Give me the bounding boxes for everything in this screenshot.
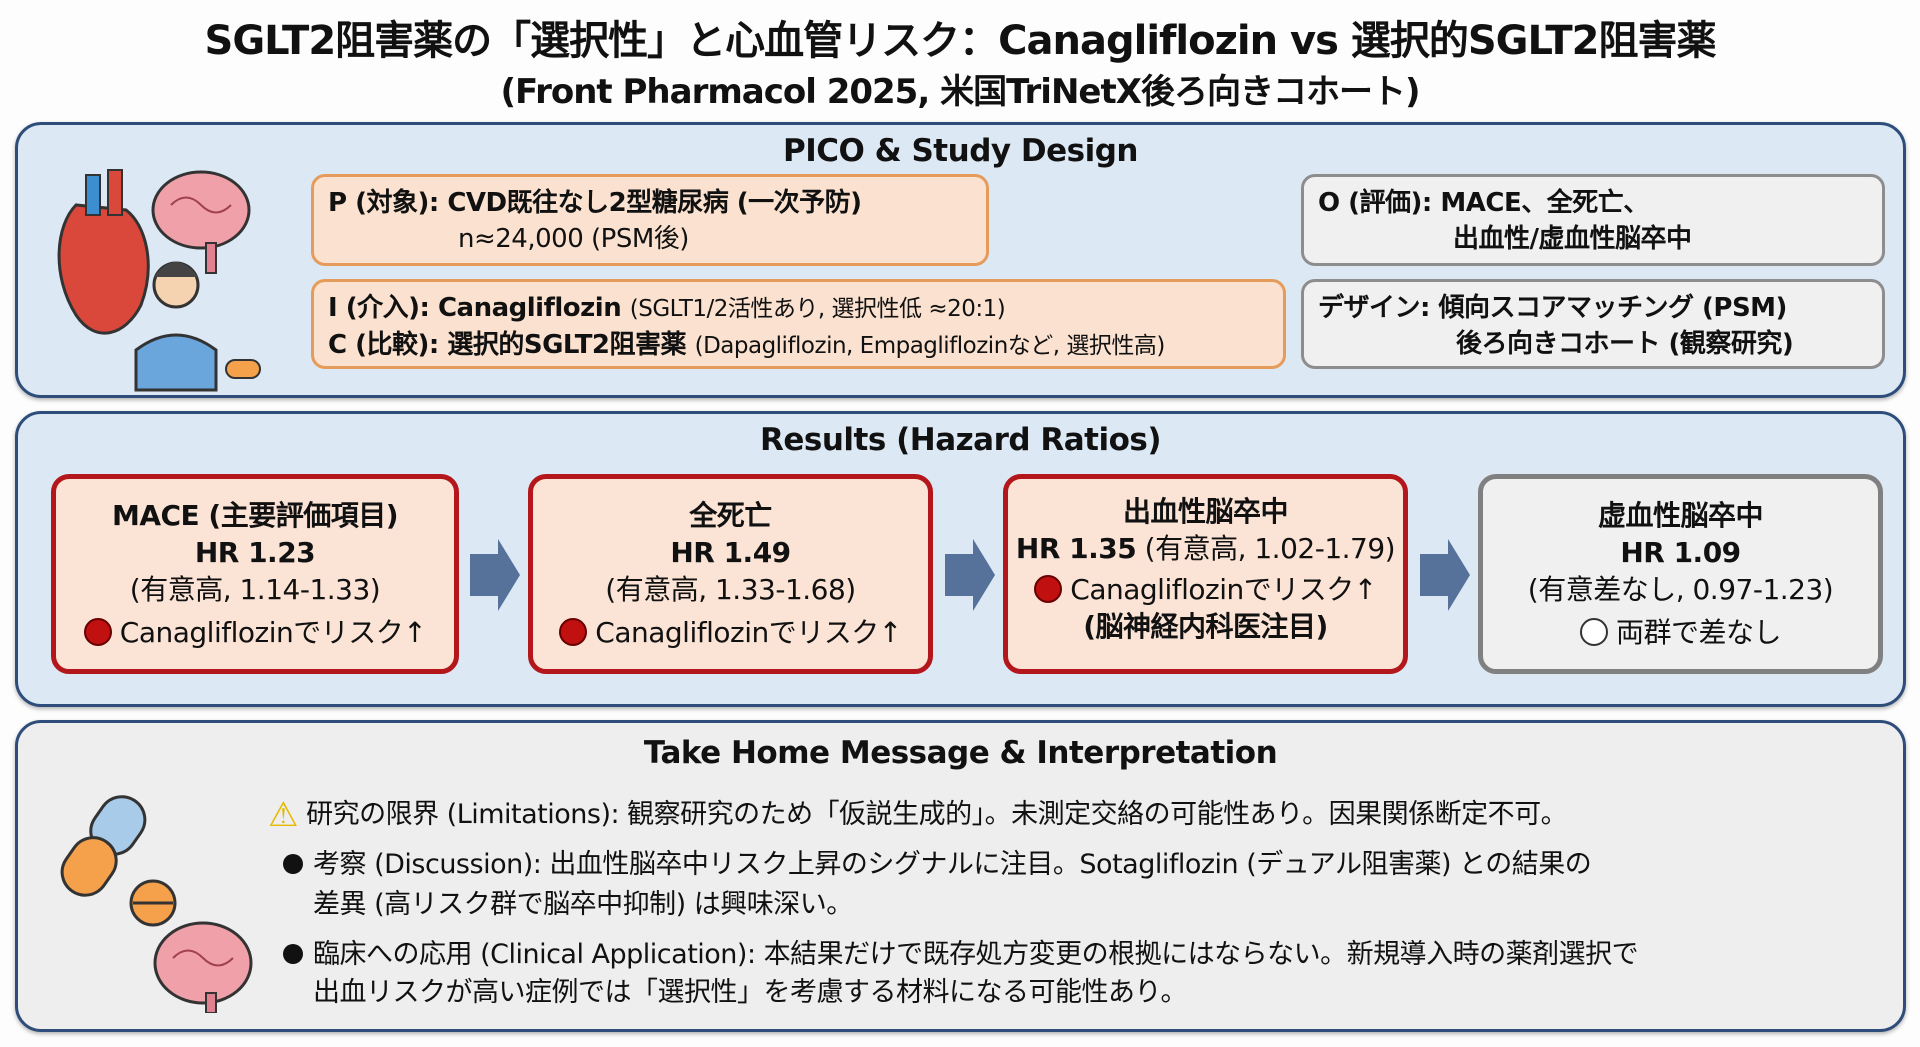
design-box: デザイン: 傾向スコアマッチング (PSM) 後ろ向きコホート (観察研究) (1301, 279, 1885, 369)
result-note2: (脳神経内科医注目) (1083, 610, 1328, 643)
heart-brain-patient-icon (57, 169, 261, 392)
i-note: (SGLT1/2活性あり, 選択性低 ≈20:1) (629, 296, 1006, 322)
i-label: I (介入): (328, 293, 430, 323)
discussion-text1: 考察 (Discussion): 出血性脳卒中リスク上昇のシグナルに注目。Sot… (313, 849, 1592, 880)
capsule-icon (60, 795, 147, 897)
takehome-title: Take Home Message & Interpretation (643, 735, 1278, 771)
discussion-text2: 差異 (高リスク群で脳卒中抑制) は興味深い。 (313, 889, 853, 920)
result-ci: (有意高, 1.02-1.79) (1144, 532, 1396, 565)
outcome-box: O (評価): MACE、全死亡、 出血性/虚血性脳卒中 (1301, 174, 1885, 266)
brain-icon (151, 170, 251, 274)
pico-title: PICO & Study Design (783, 133, 1138, 169)
result-hr: HR 1.49 (670, 536, 791, 569)
result-name: 虚血性脳卒中 (1597, 499, 1764, 532)
result-ci: (有意差なし, 0.97-1.23) (1527, 573, 1834, 606)
tablet-icon (129, 879, 177, 927)
result-card-hemorrhagic-stroke: 出血性脳卒中 HR 1.35 (有意高, 1.02-1.79) Canaglif… (1003, 474, 1408, 674)
c-drug: 選択的SGLT2阻害薬 (447, 330, 687, 360)
arrow-head-icon (498, 539, 520, 611)
limitations-text: 研究の限界 (Limitations): 観察研究のため「仮説生成的」。未測定交… (306, 799, 1568, 830)
p-label: P (対象): (328, 188, 439, 218)
pill-brain-icon (60, 795, 253, 1013)
result-card-all-cause-death: 全死亡 HR 1.49 (有意高, 1.33-1.68) Canaglifloz… (528, 474, 933, 674)
discussion-item: 考察 (Discussion): 出血性脳卒中リスク上昇のシグナルに注目。Sot… (283, 845, 1592, 885)
results-panel: Results (Hazard Ratios) MACE (主要評価項目) HR… (15, 411, 1906, 707)
o-text1: MACE、全死亡、 (1440, 188, 1649, 218)
arrow-icon (470, 554, 498, 596)
o-text2: 出血性/虚血性脳卒中 (1453, 224, 1692, 254)
i-drug: Canagliflozin (437, 293, 622, 323)
result-name: 全死亡 (689, 499, 772, 532)
brain-icon (153, 921, 253, 1013)
result-hr: HR 1.23 (194, 536, 316, 569)
clinical-text1: 臨床への応用 (Clinical Application): 本結果だけで既存処… (313, 939, 1639, 970)
result-note: 両群で差なし (1615, 616, 1782, 649)
d-text2: 後ろ向きコホート (観察研究) (1456, 329, 1794, 359)
warning-icon: ⚠ (268, 795, 298, 835)
takehome-panel: Take Home Message & Interpretation ⚠ 研究の… (15, 720, 1906, 1032)
p-sample-size: n≈24,000 (PSM後) (458, 224, 689, 254)
pico-panel: PICO & Study Design P (対象): CVD既往なし2型糖尿病… (15, 122, 1906, 398)
result-hr: HR 1.35 (1015, 532, 1137, 565)
p-text: CVD既往なし2型糖尿病 (一次予防) (447, 188, 862, 218)
clinical-item: 臨床への応用 (Clinical Application): 本結果だけで既存処… (283, 935, 1639, 975)
result-ci: (有意高, 1.33-1.68) (605, 573, 856, 606)
arrow-icon (1420, 554, 1448, 596)
d-label: デザイン: (1318, 293, 1430, 323)
d-text1: 傾向スコアマッチング (PSM) (1438, 293, 1787, 323)
arrow-icon (945, 554, 973, 596)
result-card-ischemic-stroke: 虚血性脳卒中 HR 1.09 (有意差なし, 0.97-1.23) 両群で差なし (1478, 474, 1883, 674)
bullet-icon (283, 944, 303, 964)
limitations-item: ⚠ 研究の限界 (Limitations): 観察研究のため「仮説生成的」。未測… (268, 795, 1568, 835)
result-ci: (有意高, 1.14-1.33) (129, 573, 381, 606)
result-note: Canagliflozinでリスク↑ (119, 616, 427, 649)
intervention-comparison-box: I (介入): Canagliflozin (SGLT1/2活性あり, 選択性低… (311, 279, 1286, 369)
result-name: 出血性脳卒中 (1122, 495, 1289, 528)
c-note: (Dapagliflozin, Empagliflozinなど, 選択性高) (694, 333, 1166, 359)
red-circle-icon (83, 618, 112, 646)
red-circle-icon (1034, 575, 1063, 603)
result-name: MACE (主要評価項目) (111, 499, 399, 532)
result-note: Canagliflozinでリスク↑ (1070, 573, 1377, 606)
result-hr: HR 1.09 (1620, 536, 1741, 569)
subtitle: (Front Pharmacol 2025, 米国TriNetX後ろ向きコホート… (500, 72, 1420, 112)
o-label: O (評価): (1318, 188, 1432, 218)
bullet-icon (283, 854, 303, 874)
heart-icon (57, 169, 150, 335)
result-card-mace: MACE (主要評価項目) HR 1.23 (有意高, 1.14-1.33) C… (51, 474, 459, 674)
arrow-head-icon (973, 539, 995, 611)
patient-icon (134, 261, 261, 392)
results-title: Results (Hazard Ratios) (759, 422, 1162, 458)
arrow-head-icon (1448, 539, 1470, 611)
result-note: Canagliflozinでリスク↑ (595, 616, 902, 649)
population-box: P (対象): CVD既往なし2型糖尿病 (一次予防) n≈24,000 (PS… (311, 174, 989, 266)
main-title: SGLT2阻害薬の「選択性」と心血管リスク：Canagliflozin vs 選… (204, 18, 1717, 64)
c-label: C (比較): (328, 330, 439, 360)
red-circle-icon (559, 618, 588, 646)
open-circle-icon (1579, 618, 1608, 646)
clinical-text2: 出血リスクが高い症例では「選択性」を考慮する材料になる可能性あり。 (313, 977, 1187, 1008)
